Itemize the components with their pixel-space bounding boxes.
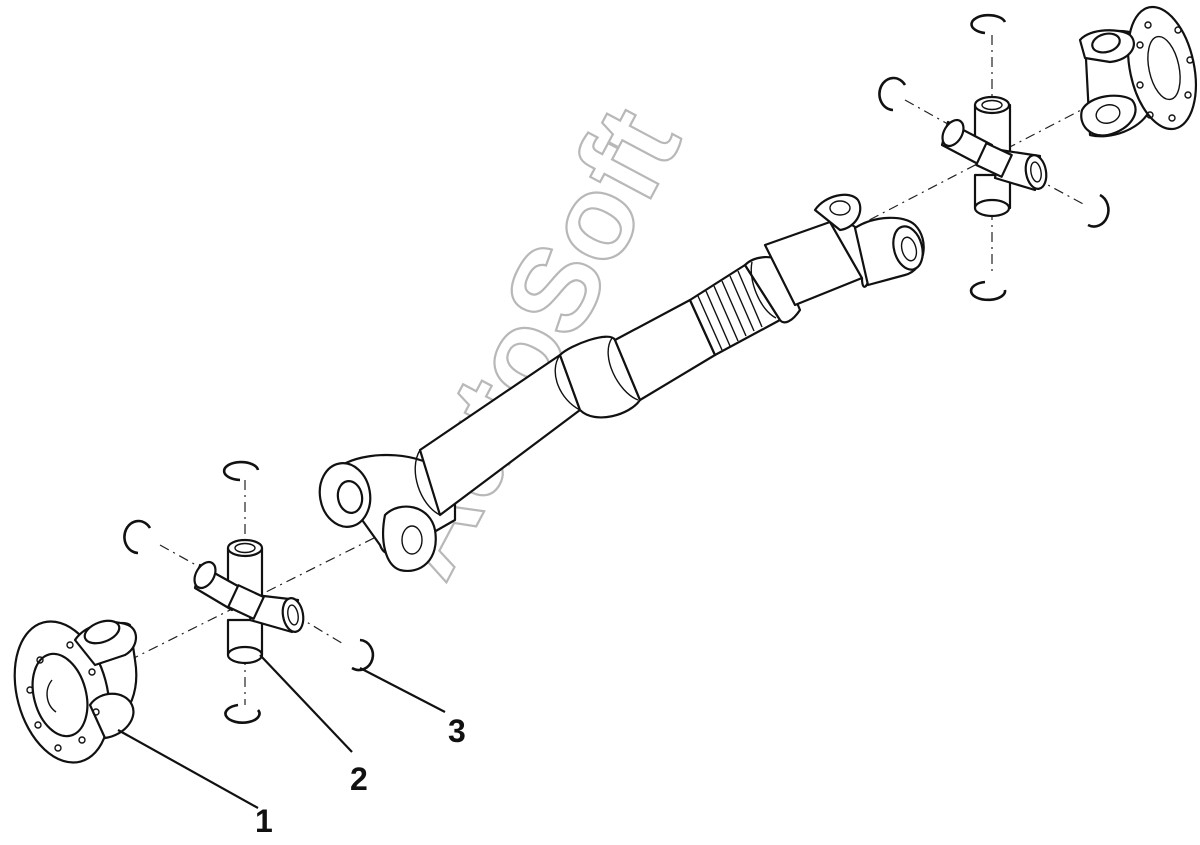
tube-yoke	[763, 193, 925, 307]
flange-yoke-lower	[13, 619, 138, 764]
universal-joint-cross-upper	[940, 95, 1048, 218]
callout-3: 3	[448, 713, 466, 749]
flange-yoke-upper	[1078, 5, 1197, 138]
snap-rings-lower	[123, 460, 375, 724]
universal-joint-cross-lower	[193, 538, 305, 665]
callout-leaders	[117, 654, 446, 809]
slip-yoke	[318, 453, 457, 573]
callout-labels: 1 2 3	[255, 713, 466, 839]
spline-section	[688, 256, 802, 357]
callout-1: 1	[255, 803, 273, 839]
snap-rings-upper	[878, 13, 1110, 302]
callout-2: 2	[350, 761, 368, 797]
driveshaft-tube	[414, 298, 717, 517]
